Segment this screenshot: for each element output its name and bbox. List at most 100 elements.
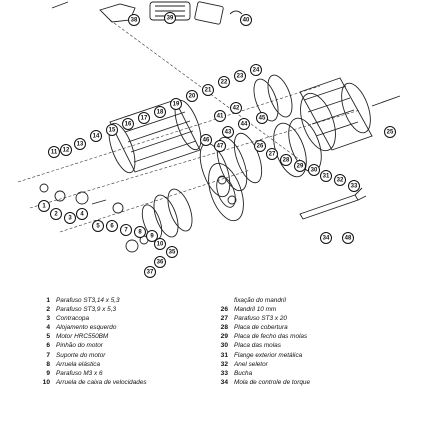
callout-label: 10 xyxy=(157,241,164,247)
legend-row: 31 Flange exterior metálica xyxy=(214,351,414,360)
legend-description: Parafuso ST3,14 x 5,3 xyxy=(56,297,120,304)
callout-label: 1 xyxy=(42,203,46,209)
legend-number: 7 xyxy=(46,351,50,359)
callout-label: 16 xyxy=(125,121,132,127)
callout-20: 20 xyxy=(186,90,198,102)
callout-label: 27 xyxy=(269,151,276,157)
callout-label: 45 xyxy=(259,115,266,121)
callout-40: 40 xyxy=(240,14,252,26)
callout-label: 17 xyxy=(141,115,148,121)
legend-description: Suporte do motor xyxy=(56,351,106,359)
callout-4: 4 xyxy=(76,208,88,220)
legend-number: 6 xyxy=(46,342,50,350)
legend-number: 31 xyxy=(220,351,228,359)
callout-label: 41 xyxy=(217,113,224,119)
legend-number: 1 xyxy=(46,297,50,304)
callout-2: 2 xyxy=(50,208,62,220)
callout-37: 37 xyxy=(144,266,156,278)
callout-26: 26 xyxy=(254,140,266,152)
callout-label: 11 xyxy=(51,149,58,155)
callout-16: 16 xyxy=(122,118,134,130)
callout-3: 3 xyxy=(64,212,76,224)
legend-number: 2 xyxy=(46,306,50,314)
legend-row: 1 Parafuso ST3,14 x 5,3 xyxy=(38,296,208,305)
callout-label: 40 xyxy=(243,17,250,23)
callout-label: 8 xyxy=(138,229,142,235)
callout-44: 44 xyxy=(238,118,250,130)
callout-label: 29 xyxy=(297,163,304,169)
callout-25: 25 xyxy=(384,126,396,138)
callout-17: 17 xyxy=(138,112,150,124)
screwdriver-bit xyxy=(299,187,367,220)
callout-7: 7 xyxy=(120,224,132,236)
legend-description: Contracopa xyxy=(56,315,90,323)
callout-label: 43 xyxy=(225,129,232,135)
callout-label: 38 xyxy=(131,17,138,23)
callout-43: 43 xyxy=(222,126,234,138)
legend-description: fixação do mandril xyxy=(234,297,286,304)
callout-11: 11 xyxy=(48,146,60,158)
legend-row: 33 Bucha xyxy=(214,369,414,378)
callout-label: 21 xyxy=(205,87,212,93)
callout-label: 23 xyxy=(237,73,244,79)
callout-24: 24 xyxy=(250,64,262,76)
callout-label: 7 xyxy=(124,227,128,233)
legend-number: 33 xyxy=(220,369,228,377)
legend-description: Arruela de caixa de velocidades xyxy=(56,378,147,386)
callout-label: 3 xyxy=(68,215,72,221)
callout-36: 36 xyxy=(154,256,166,268)
legend-description: Placa das molas xyxy=(234,342,281,350)
legend-row: 28 Placa de cobertura xyxy=(214,323,414,332)
callout-28: 28 xyxy=(280,154,292,166)
callout-9: 9 xyxy=(146,230,158,242)
callout-label: 46 xyxy=(203,137,210,143)
callout-31: 31 xyxy=(320,170,332,182)
callout-label: 39 xyxy=(167,15,174,21)
legend-row: fixação do mandril xyxy=(214,296,414,305)
legend-row: 29 Placa de fecho das molas xyxy=(214,332,414,341)
callout-8: 8 xyxy=(134,226,146,238)
callout-label: 24 xyxy=(253,67,260,73)
callout-label: 42 xyxy=(233,105,240,111)
legend-row: 6 Pinhão do motor xyxy=(38,341,208,350)
callout-15: 15 xyxy=(106,124,118,136)
callout-label: 37 xyxy=(147,269,154,275)
legend-description: Placa de fecho das molas xyxy=(234,333,308,341)
legend-description: Bucha xyxy=(234,369,253,377)
callout-label: 22 xyxy=(221,79,228,85)
legend-description: Mandril 10 mm xyxy=(234,306,277,314)
legend-description: Flange exterior metálica xyxy=(234,351,303,359)
callout-label: 14 xyxy=(93,133,100,139)
legend-number: 28 xyxy=(220,324,228,332)
callout-13: 13 xyxy=(74,138,86,150)
callout-label: 12 xyxy=(63,147,70,153)
legend-number: 27 xyxy=(220,315,228,323)
legend-description: Placa de cobertura xyxy=(234,324,288,332)
callout-10: 10 xyxy=(154,238,166,250)
callout-label: 34 xyxy=(323,235,330,241)
callout-1: 1 xyxy=(38,200,50,212)
callout-23: 23 xyxy=(234,70,246,82)
legend-description: Pinhão do motor xyxy=(56,342,103,350)
legend-row: 7 Suporte do motor xyxy=(38,351,208,360)
callout-39: 39 xyxy=(164,12,176,24)
callout-42: 42 xyxy=(230,102,242,114)
legend-description: Alojamento esquerdo xyxy=(56,324,117,332)
callout-label: 28 xyxy=(283,157,290,163)
callout-label: 15 xyxy=(109,127,116,133)
legend-number: 5 xyxy=(46,333,50,341)
legend-number: 32 xyxy=(220,360,228,368)
callout-38: 38 xyxy=(128,14,140,26)
callout-label: 6 xyxy=(110,223,114,229)
legend-number: 29 xyxy=(220,333,228,341)
chuck-assembly xyxy=(253,74,401,152)
callout-label: 33 xyxy=(351,183,358,189)
